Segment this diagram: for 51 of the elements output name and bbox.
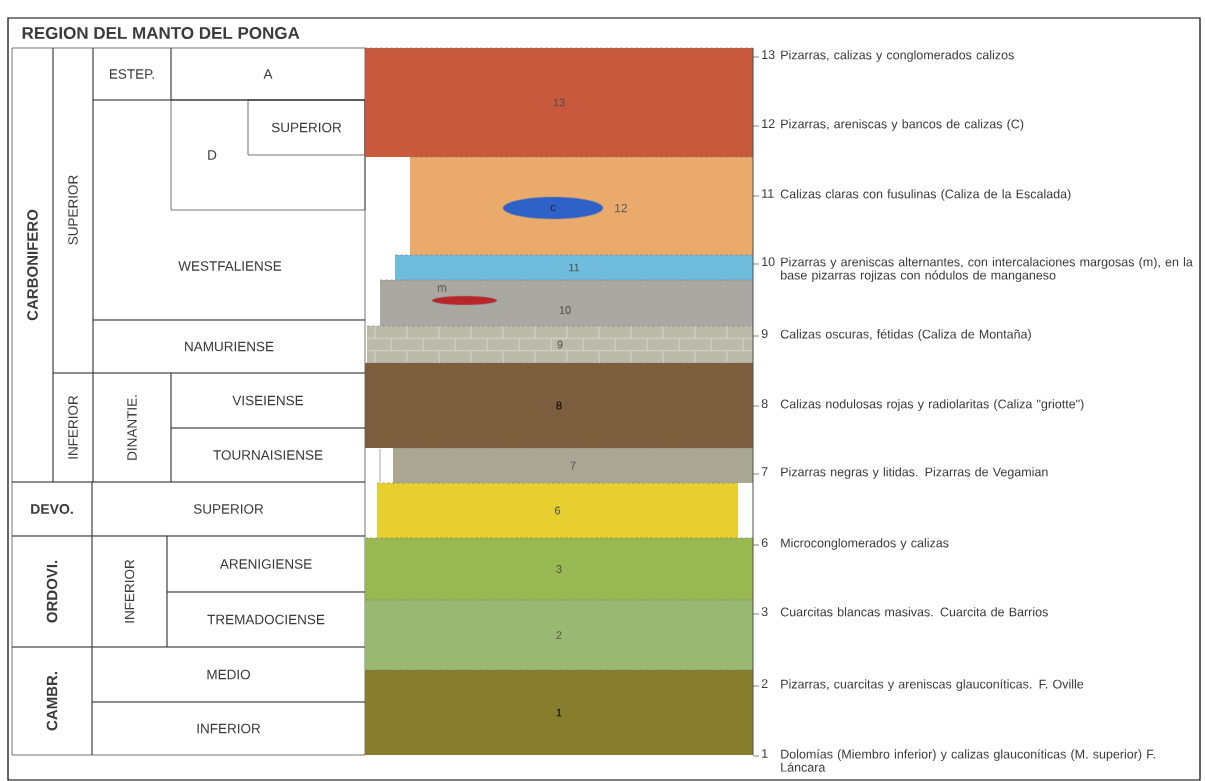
table-cell: A	[170, 47, 366, 101]
rock-layer: 7	[392, 447, 754, 483]
node-label: m	[437, 285, 447, 292]
layer-number: 9	[761, 329, 768, 339]
table-cell: TOURNAISIENSE	[170, 427, 366, 483]
node-label: 12	[615, 203, 627, 213]
table-cell: INFERIOR	[52, 372, 94, 483]
description-text: Cuarcitas blancas masivas. Cuarcita de Barrios	[780, 607, 1048, 617]
table-cell: SUPERIOR	[247, 99, 366, 156]
description-text: Dolomías (Miembro inferior) y calizas glauconíticas (M. superior) F. Láncara	[781, 749, 1155, 772]
table-cell: DINANTIE.	[92, 372, 172, 483]
table-cell: SUPERIOR	[52, 47, 94, 374]
table-cell: ESTEP.	[92, 47, 172, 101]
title: REGION DEL MANTO DEL PONGA	[22, 27, 300, 39]
description-text: Pizarras, calizas y conglomerados calizos	[781, 50, 1014, 62]
table-cell: ORDOVI.	[11, 535, 93, 648]
rock-layer: 13	[364, 47, 754, 157]
table-cell: VISEIENSE	[170, 372, 366, 429]
rock-layer: 11	[394, 254, 754, 280]
table-cell: TREMADOCIENSE	[166, 591, 366, 648]
rock-layer: 6	[376, 482, 739, 538]
rock-layer: 3	[364, 537, 754, 600]
description-text: Pizarras negras y litidas. Pizarras de Vegamian	[781, 467, 1048, 479]
table-cell: INFERIOR	[91, 701, 366, 756]
table-cell: DEVO.	[11, 481, 93, 537]
layer-number: 2	[761, 679, 768, 688]
rock-layer: 1	[364, 669, 754, 755]
table-cell: CARBONIFERO	[11, 47, 54, 483]
table-cell: MEDIO	[91, 646, 366, 703]
layer-number: 11	[762, 189, 774, 198]
rock-layer: 9	[366, 325, 754, 364]
table-cell: CAMBR.	[11, 646, 93, 756]
description-text: Calizas nodulosas rojas y radiolaritas (Caliza "griotte")	[780, 399, 1084, 411]
description-text: Pizarras, areniscas y bancos de calizas (C)	[781, 119, 1024, 131]
table-cell: INFERIOR	[91, 535, 168, 648]
layer-number: 8	[761, 399, 768, 409]
table-cell: SUPERIOR	[91, 481, 366, 537]
layer-number: 7	[761, 467, 768, 476]
description-text: Calizas oscuras, fétidas (Caliza de Montaña)	[780, 329, 1031, 341]
layer-number: 3	[761, 607, 768, 617]
rock-layer	[409, 156, 754, 255]
rock-layer: 8	[364, 362, 754, 448]
description-text: Pizarras y areniscas alternantes, con intercalaciones margosas (m), en la base pizarras rojizas con nódulos de manganeso	[781, 257, 1193, 283]
description-text: Calizas claras con fusulinas (Caliza de la Escalada)	[780, 189, 1071, 201]
layer-number: 6	[761, 538, 768, 548]
layer-number: 1	[762, 749, 768, 758]
description-text: Microconglomerados y calizas	[781, 538, 949, 550]
description-text: Pizarras, cuarcitas y areniscas glauconíticas. F. Oville	[781, 679, 1084, 691]
rock-layer: 2	[364, 599, 754, 670]
table-cell: NAMURIENSE	[92, 319, 366, 374]
table-cell: ARENIGIENSE	[166, 535, 366, 593]
